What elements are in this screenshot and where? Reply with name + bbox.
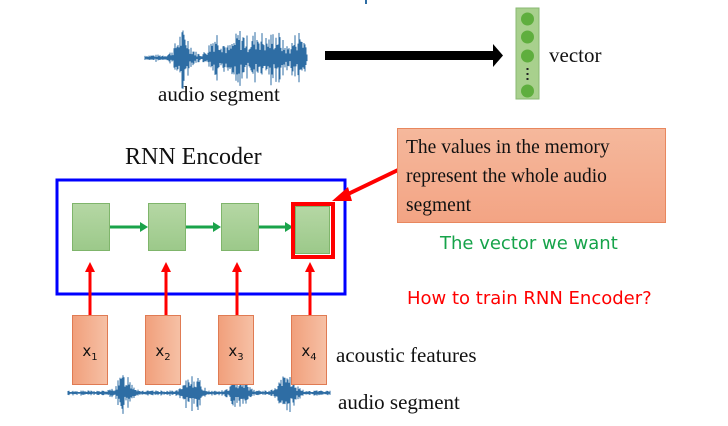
rnn-cell-4 bbox=[295, 206, 330, 254]
feature-x1: x1 bbox=[72, 315, 108, 385]
top-audio-label: audio segment bbox=[158, 82, 280, 106]
vector-icon bbox=[515, 7, 540, 100]
rnn-cell-2 bbox=[148, 203, 186, 251]
rnn-cell-1 bbox=[72, 203, 110, 251]
bottom-audio-label: audio segment bbox=[338, 390, 460, 414]
audio-waveform-top bbox=[144, 30, 308, 89]
feature-x4: x4 bbox=[291, 315, 327, 385]
memory-callout: The values in the memory represent the w… bbox=[397, 128, 666, 223]
input-arrows bbox=[85, 262, 315, 315]
callout-line-2: represent the whole audio bbox=[406, 166, 607, 187]
callout-arrow bbox=[332, 168, 399, 201]
cropped-mark bbox=[365, 0, 367, 4]
rnn-cell-3 bbox=[221, 203, 259, 251]
audio-waveform-bottom bbox=[67, 375, 331, 414]
callout-line-1: The values in the memory bbox=[406, 137, 610, 158]
acoustic-features-label: acoustic features bbox=[336, 343, 477, 367]
vector-label: vector bbox=[549, 43, 602, 67]
transform-arrow bbox=[325, 44, 503, 67]
final-memory-highlight bbox=[291, 202, 335, 259]
encoder-title: RNN Encoder bbox=[125, 144, 262, 170]
recurrent-arrows bbox=[110, 222, 293, 232]
encoder-box bbox=[55, 178, 347, 296]
feature-x2: x2 bbox=[145, 315, 181, 385]
feature-x3: x3 bbox=[218, 315, 254, 385]
vector-we-want-label: The vector we want bbox=[440, 233, 618, 254]
training-question: How to train RNN Encoder? bbox=[407, 288, 652, 309]
callout-line-3: segment bbox=[406, 195, 471, 216]
